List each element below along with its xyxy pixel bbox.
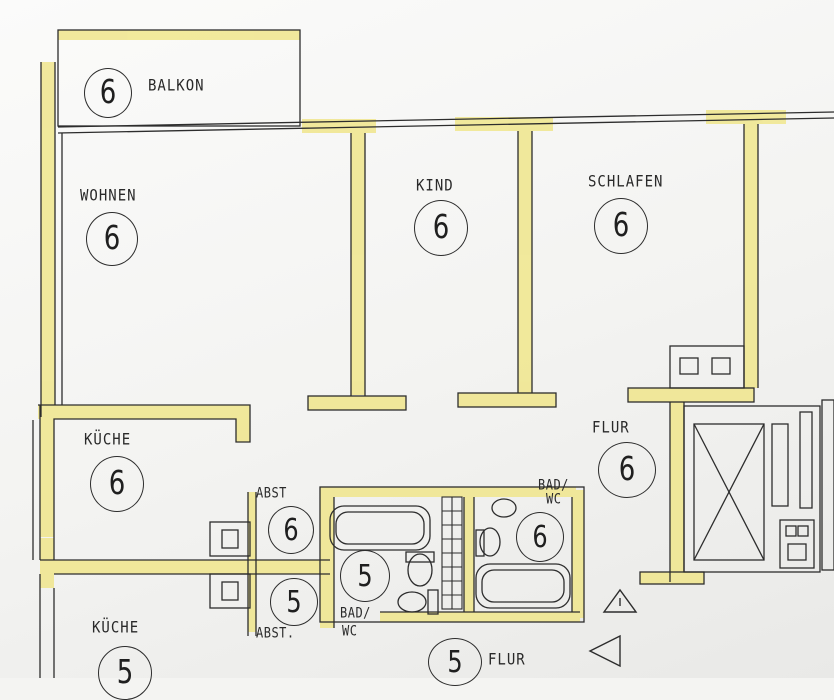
floor-plan-drawing xyxy=(32,29,834,678)
room-label-abst-lower: ABST. xyxy=(256,624,295,642)
unit-marker-wohnen: 6 xyxy=(86,212,138,266)
unit-marker-abst-upper: 6 xyxy=(268,506,314,554)
room-label-kueche-upper: KÜCHE xyxy=(84,430,132,450)
stair-steps xyxy=(441,496,463,610)
room-label-wohnen: WOHNEN xyxy=(80,186,137,206)
room-label-kind: KIND xyxy=(416,176,454,196)
room-label-bad-wc-lower-line1: BAD/ xyxy=(340,604,371,622)
room-label-bad-wc-upper-line2: WC xyxy=(546,490,562,508)
wall-lines xyxy=(32,29,834,678)
orientation-arrows xyxy=(588,588,638,668)
unit-marker-flur-upper: 6 xyxy=(598,442,656,498)
unit-marker-bad-wc-upper: 6 xyxy=(516,512,564,562)
room-label-bad-wc-upper-line1: BAD/ xyxy=(538,476,569,494)
unit-marker-flur-lower: 5 xyxy=(428,638,482,686)
unit-marker-kueche-lower: 5 xyxy=(98,646,152,700)
unit-marker-balkon: 6 xyxy=(84,68,132,118)
unit-marker-kind: 6 xyxy=(414,200,468,256)
room-label-abst-upper: ABST xyxy=(256,484,287,502)
room-label-schlafen: SCHLAFEN xyxy=(588,172,664,192)
room-label-bad-wc-lower-line2: WC xyxy=(342,622,358,640)
unit-marker-kueche-upper: 6 xyxy=(90,456,144,512)
room-label-flur-lower: FLUR xyxy=(488,650,526,670)
unit-marker-abst-lower: 5 xyxy=(270,578,318,626)
unit-marker-bad-wc-lower: 5 xyxy=(340,550,390,602)
wall-highlights xyxy=(38,30,786,632)
room-label-kueche-lower: KÜCHE xyxy=(92,618,140,638)
unit-marker-schlafen: 6 xyxy=(594,198,648,254)
room-label-balkon: BALKON xyxy=(148,76,205,96)
room-label-flur-upper: FLUR xyxy=(592,418,630,438)
